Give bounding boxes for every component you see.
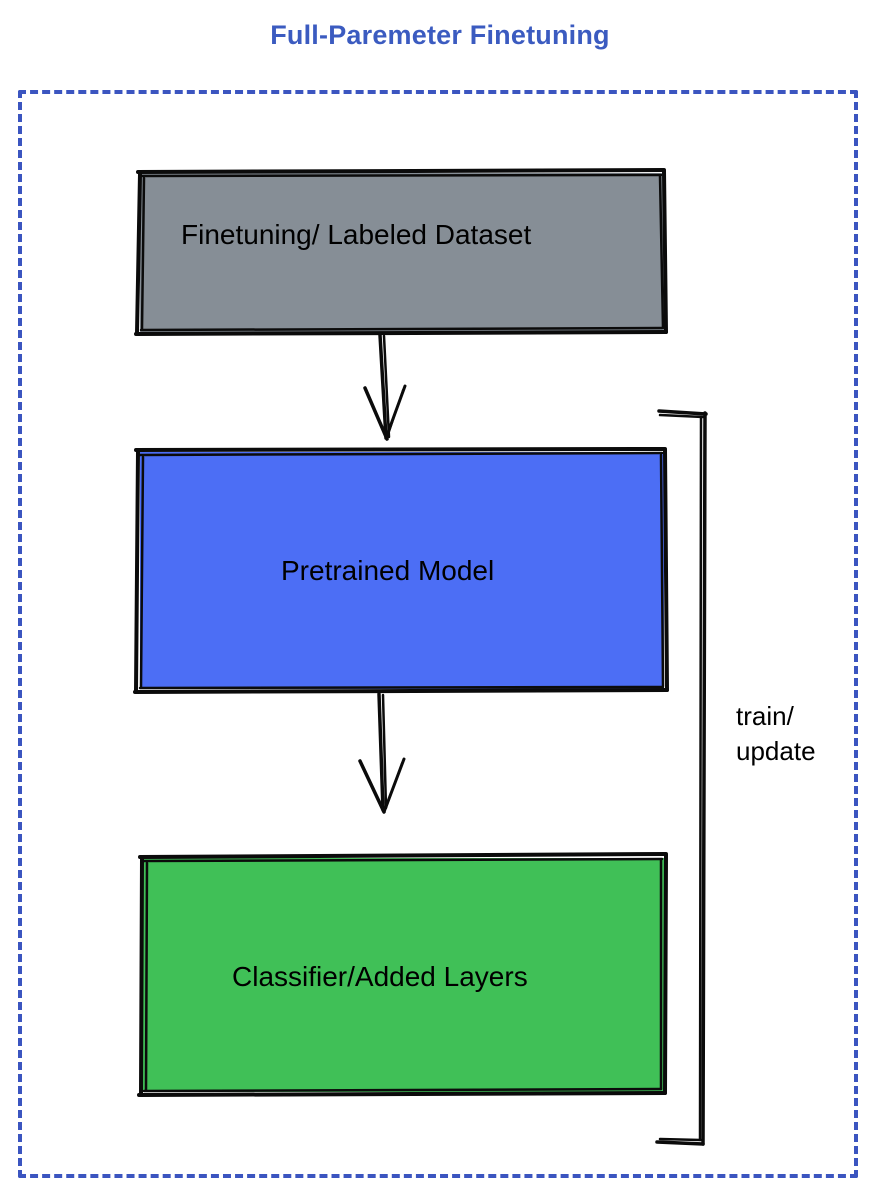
node-pretrained-model[interactable] bbox=[140, 452, 664, 689]
node-classifier-added-layers[interactable] bbox=[143, 858, 664, 1092]
edge-feedback-bracket bbox=[655, 409, 708, 1146]
node-classifier-label: Classifier/Added Layers bbox=[232, 961, 528, 992]
node-pretrained-label: Pretrained Model bbox=[281, 555, 495, 586]
edge-label-train-update: train/ update bbox=[736, 701, 816, 767]
arrow-dataset-to-pretrained bbox=[363, 333, 407, 441]
page-title: Full-Paremeter Finetuning bbox=[270, 20, 610, 50]
node-dataset[interactable] bbox=[140, 173, 664, 332]
node-dataset-label: Finetuning/ Labeled Dataset bbox=[181, 219, 532, 250]
arrow-pretrained-to-classifier bbox=[358, 692, 406, 814]
